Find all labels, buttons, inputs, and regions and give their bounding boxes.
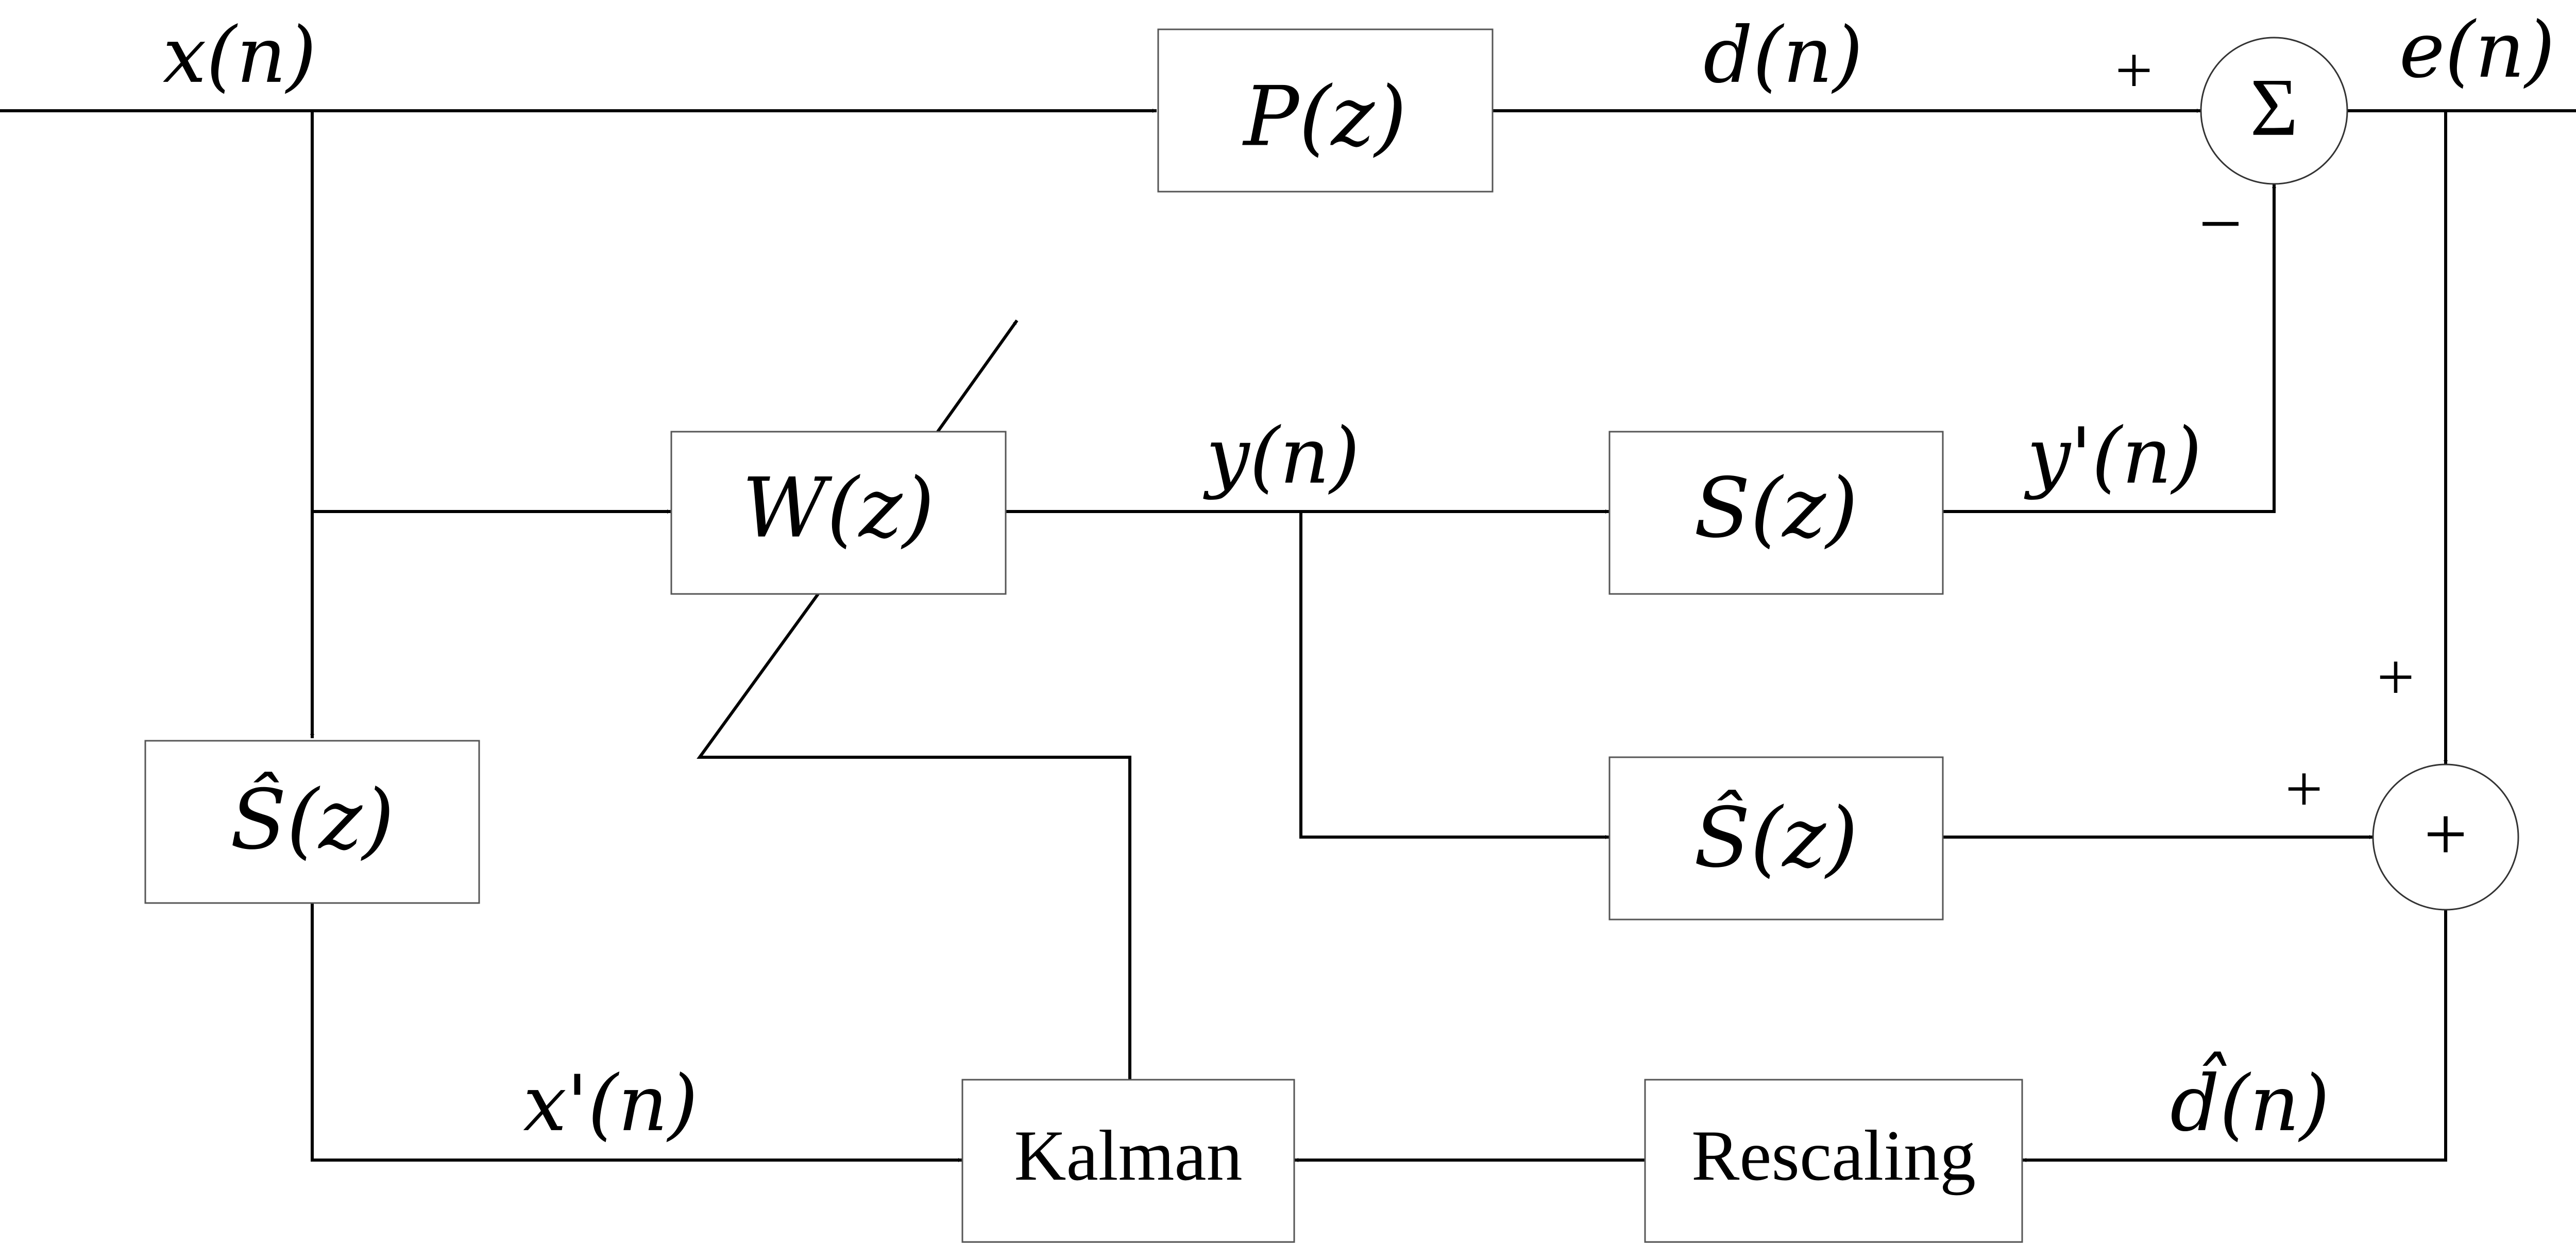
label-y: y(n) bbox=[1203, 412, 1360, 501]
sign-sum-top: + bbox=[2115, 33, 2153, 108]
rescaling-block-label: Rescaling bbox=[1691, 1116, 1976, 1196]
wire-x-prime-to-kalman bbox=[311, 903, 962, 1162]
label-d: d(n) bbox=[1703, 11, 1863, 100]
kalman-block: Kalman bbox=[961, 1079, 1295, 1243]
wire-y-to-s-hat bbox=[1299, 512, 1609, 839]
sign-add-left: + bbox=[2285, 752, 2323, 826]
sum-symbol: Σ bbox=[2250, 61, 2298, 153]
junction-signs: + − + + bbox=[2115, 33, 2414, 826]
w-block: W(z) bbox=[670, 431, 1007, 595]
adaptation-arrow bbox=[936, 319, 1019, 433]
wires bbox=[0, 109, 2576, 1162]
sign-add-top: + bbox=[2377, 640, 2414, 714]
wire-kalman-to-w bbox=[697, 593, 1131, 1080]
p-block-label: P(z) bbox=[1242, 69, 1407, 165]
add-junction: + bbox=[2372, 763, 2519, 911]
sum-junction: Σ bbox=[2200, 37, 2348, 185]
w-block-label: W(z) bbox=[742, 460, 935, 556]
label-d-hat: d̂(n) bbox=[2170, 1051, 2330, 1149]
label-y-prime: y'(n) bbox=[2024, 412, 2202, 501]
rescaling-block: Rescaling bbox=[1644, 1079, 2023, 1243]
s-hat-left-block: Ŝ(z) bbox=[144, 740, 480, 904]
sign-sum-bottom: − bbox=[2199, 181, 2243, 266]
kalman-block-label: Kalman bbox=[1014, 1116, 1242, 1196]
p-block: P(z) bbox=[1157, 28, 1494, 193]
label-e: e(n) bbox=[2399, 6, 2555, 95]
label-x: x(n) bbox=[163, 11, 316, 100]
s-hat-mid-label: Ŝ(z) bbox=[1694, 790, 1858, 886]
s-hat-mid-block: Ŝ(z) bbox=[1608, 756, 1944, 921]
wire-d-hat-to-rescaling bbox=[2022, 910, 2447, 1162]
signal-labels: x(n) d(n) e(n) y(n) y'(n) x'(n) d̂(n) bbox=[163, 6, 2555, 1149]
add-symbol: + bbox=[2424, 791, 2468, 877]
s-block: S(z) bbox=[1608, 431, 1944, 595]
label-x-prime: x'(n) bbox=[523, 1059, 698, 1149]
wire-y-prime-to-sum bbox=[1943, 184, 2276, 513]
s-hat-left-label: Ŝ(z) bbox=[230, 772, 395, 868]
s-block-label: S(z) bbox=[1694, 460, 1858, 556]
